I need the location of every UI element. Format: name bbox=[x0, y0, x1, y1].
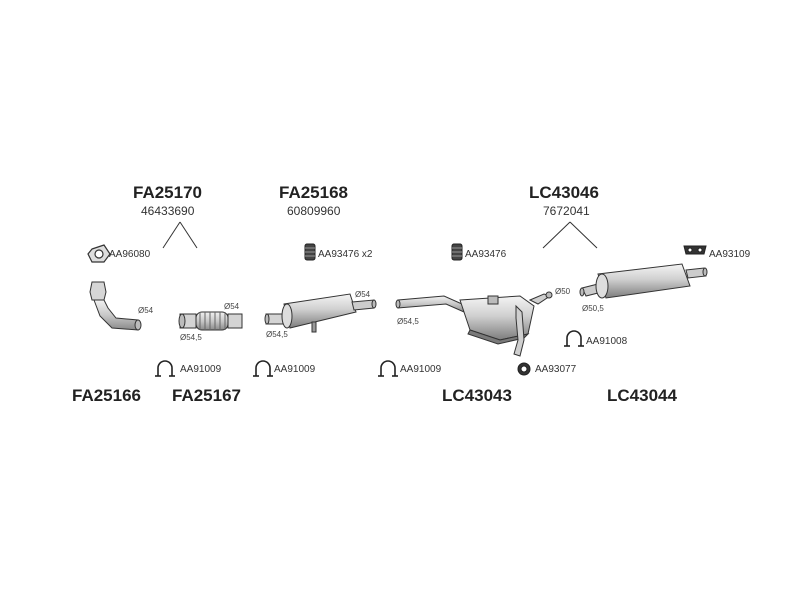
assembly-number: 7672041 bbox=[543, 204, 590, 218]
diameter-label: Ø54 bbox=[355, 290, 371, 299]
flex-pipe-fa25167 bbox=[178, 311, 243, 331]
clamp-icon bbox=[564, 330, 584, 347]
clamp-icon bbox=[378, 360, 398, 377]
assembly-code: FA25170 bbox=[133, 183, 202, 202]
hanger-icon bbox=[683, 245, 707, 255]
diameter-label: Ø54 bbox=[224, 302, 240, 311]
rear-muffler-lc43044 bbox=[579, 263, 708, 299]
middle-section-lc43043 bbox=[395, 291, 553, 357]
ring-icon bbox=[517, 362, 531, 376]
assembly-code: FA25168 bbox=[279, 183, 348, 202]
gasket-icon bbox=[87, 244, 111, 263]
component-code: LC43044 bbox=[607, 386, 677, 405]
accessory-label: AA91008 bbox=[586, 336, 628, 347]
diameter-label: Ø50 bbox=[555, 287, 571, 296]
clamp-icon bbox=[155, 360, 175, 377]
rubber-mount-icon bbox=[451, 243, 463, 261]
component-code: LC43043 bbox=[442, 386, 512, 405]
component-code: FA25166 bbox=[72, 386, 141, 405]
accessory-label: AA93109 bbox=[709, 249, 751, 260]
diameter-label: Ø54,5 bbox=[397, 317, 419, 326]
front-pipe-fa25166 bbox=[89, 281, 142, 331]
accessory-label: AA91009 bbox=[274, 364, 316, 375]
clamp-icon bbox=[253, 360, 273, 377]
accessory-label: AA91009 bbox=[400, 364, 442, 375]
diameter-label: Ø54,5 bbox=[266, 330, 288, 339]
accessory-label: AA93476 bbox=[465, 249, 507, 260]
muffler-fa25168 bbox=[264, 293, 377, 333]
diameter-label: Ø50,5 bbox=[582, 304, 604, 313]
accessory-label: AA96080 bbox=[109, 249, 151, 260]
diameter-label: Ø54 bbox=[138, 306, 154, 315]
component-code: FA25167 bbox=[172, 386, 241, 405]
assembly-number: 60809960 bbox=[287, 204, 341, 218]
accessory-label: AA93077 bbox=[535, 364, 577, 375]
assembly-pointer-lc43046 bbox=[542, 221, 598, 249]
assembly-code: LC43046 bbox=[529, 183, 599, 202]
assembly-pointer-fa25170 bbox=[162, 221, 198, 249]
assembly-number: 46433690 bbox=[141, 204, 195, 218]
rubber-mount-icon bbox=[304, 243, 316, 261]
diameter-label: Ø54,5 bbox=[180, 333, 202, 342]
accessory-label: AA93476 x2 bbox=[318, 249, 373, 260]
accessory-label: AA91009 bbox=[180, 364, 222, 375]
